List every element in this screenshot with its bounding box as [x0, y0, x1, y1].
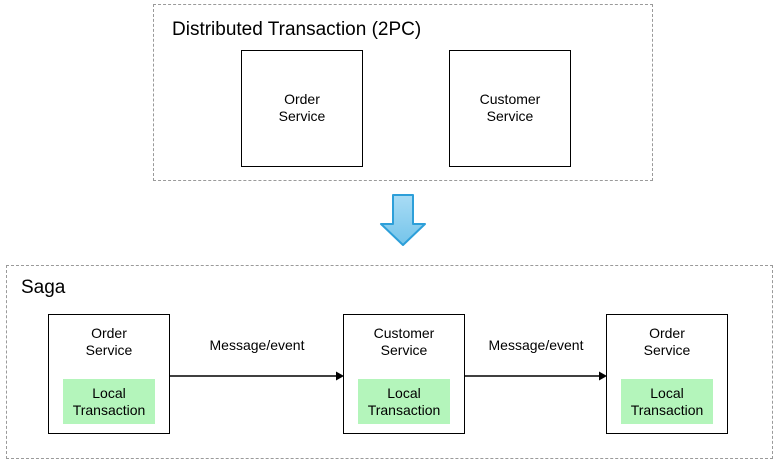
box-2pc-customer-service-label: Customer Service — [479, 91, 541, 124]
local-transaction-badge-3-label: Local Transaction — [630, 384, 704, 418]
box-saga-order-service-2[interactable]: Order Service Local Transaction — [606, 314, 728, 434]
group-title-distributed-transaction: Distributed Transaction (2PC) — [172, 19, 422, 40]
group-distributed-transaction: Distributed Transaction (2PC) — [153, 4, 653, 181]
box-2pc-customer-service[interactable]: Customer Service — [449, 50, 571, 167]
connector-arrow-1 — [170, 369, 344, 381]
group-saga: Saga — [6, 265, 773, 459]
box-2pc-order-service-label: Order Service — [278, 91, 326, 124]
local-transaction-badge-2-label: Local Transaction — [367, 384, 441, 418]
connector-arrow-2 — [465, 369, 607, 381]
local-transaction-badge-1-label: Local Transaction — [72, 384, 146, 418]
box-saga-order-service-1-label: Order Service — [85, 325, 133, 358]
local-transaction-badge-1: Local Transaction — [63, 379, 155, 424]
local-transaction-badge-3: Local Transaction — [621, 379, 713, 424]
local-transaction-badge-2: Local Transaction — [358, 379, 450, 424]
box-2pc-order-service[interactable]: Order Service — [241, 50, 363, 167]
box-saga-order-service-2-label: Order Service — [643, 325, 691, 358]
box-saga-customer-service[interactable]: Customer Service Local Transaction — [343, 314, 465, 434]
group-title-saga: Saga — [21, 277, 66, 298]
connector-label-message-event-2: Message/event — [488, 337, 584, 353]
connector-label-message-event-1: Message/event — [209, 337, 305, 353]
down-arrow-icon — [379, 193, 427, 247]
box-saga-order-service-1[interactable]: Order Service Local Transaction — [48, 314, 170, 434]
box-saga-customer-service-label: Customer Service — [373, 325, 435, 358]
